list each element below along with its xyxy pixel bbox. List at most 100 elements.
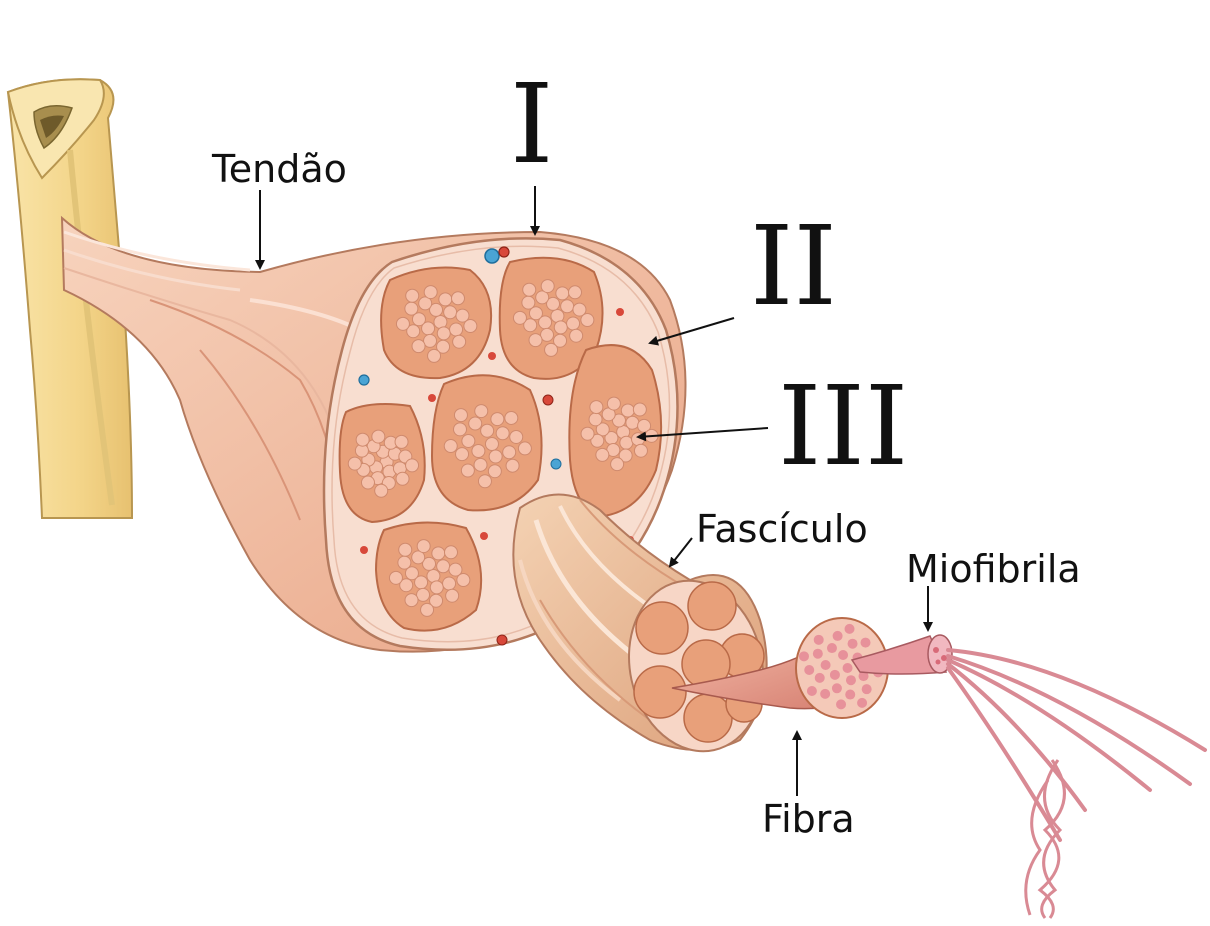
fiber-dot [488, 449, 503, 464]
fiber-dot [504, 410, 519, 425]
fiber-dot [580, 313, 595, 328]
fiber-dot [399, 578, 414, 593]
myofibril-dot [820, 660, 831, 671]
myofibril-dot [836, 699, 847, 710]
fiber-dot [509, 429, 524, 444]
fiber-dot [517, 441, 532, 456]
myofibril-dot [812, 648, 823, 659]
fiber-dot [453, 408, 468, 423]
myofibril-dot [845, 675, 856, 686]
fiber-dot [422, 556, 437, 571]
fiber-dot [388, 570, 403, 585]
fiber-dot [374, 483, 389, 498]
fiber-dot [595, 422, 610, 437]
fiber-dot [589, 400, 604, 415]
fiber-dot [631, 432, 646, 447]
fiber-dot [474, 404, 489, 419]
fiber-dots-2 [512, 279, 595, 357]
fascicle-3 [568, 344, 663, 518]
arrow-fasciculo [668, 537, 693, 568]
fiber-dot [523, 318, 538, 333]
fiber-dot [398, 542, 413, 557]
fiber-dot [450, 291, 465, 306]
fiber-dot [633, 443, 648, 458]
fiber-dot [371, 429, 386, 444]
myofilaments [946, 648, 1207, 842]
fiber-dot [455, 447, 470, 462]
fiber-dot [416, 539, 431, 554]
fiber-dot [544, 342, 559, 357]
fiber-dot [521, 295, 536, 310]
fiber-dot [505, 458, 520, 473]
fiber-dot [572, 302, 587, 317]
fiber-dot [553, 320, 568, 335]
fiber-dot [436, 326, 451, 341]
myofibril-dot [860, 637, 871, 648]
fiber-dots-3 [580, 396, 659, 472]
fiber-dot [394, 434, 409, 449]
fiber-dot [463, 319, 478, 334]
fiber-dot [490, 412, 505, 427]
fiber-dot [546, 296, 561, 311]
fiber-dot [429, 302, 444, 317]
fiber-dot [395, 316, 410, 331]
fiber-dot [360, 475, 375, 490]
fiber-dot [405, 288, 420, 303]
fiber-dots-4 [347, 429, 420, 498]
fiber-dot [443, 305, 458, 320]
fiber-dot [436, 339, 451, 354]
marker-two: II [750, 202, 837, 330]
fiber-dot [453, 422, 468, 437]
myofibril [850, 634, 1207, 919]
label-miofibrila: Miofibrila [906, 547, 1081, 591]
fiber-dot [429, 580, 444, 595]
fiber-dot [632, 402, 647, 417]
myofibril-dot [831, 683, 842, 694]
fiber-dot [404, 593, 419, 608]
myofibril-dot [861, 684, 872, 695]
fiber-dot [566, 316, 581, 331]
myofibril-dot [829, 669, 840, 680]
marker-one: I [510, 60, 553, 188]
fiber-dot [535, 290, 550, 305]
fiber-dot [512, 310, 527, 325]
fiber-dot [427, 348, 442, 363]
fiber-dot [460, 463, 475, 478]
fiber-dot [423, 285, 438, 300]
myofibril-dot [838, 650, 849, 661]
fiber-dot [418, 296, 433, 311]
fiber-dot [480, 423, 495, 438]
fiber-dot [438, 292, 453, 307]
myofibril-dot [858, 671, 869, 682]
fiber-dot [411, 312, 426, 327]
myofibril-dot [820, 688, 831, 699]
fiber-dot [595, 447, 610, 462]
fiber-dot [443, 545, 458, 560]
fiber-dot [411, 339, 426, 354]
fiber-dot [522, 282, 537, 297]
fiber-dot [540, 279, 555, 294]
fiber-dot [406, 324, 421, 339]
myofibril-dot [826, 643, 837, 654]
fiber-dot [416, 587, 431, 602]
myofibril-dot [806, 685, 817, 696]
label-fasciculo: Fascículo [696, 507, 868, 551]
fiber-dot [588, 412, 603, 427]
fiber-dot [611, 413, 626, 428]
myofibril-dot [798, 651, 809, 662]
fiber-dot [495, 426, 510, 441]
myofibril-dot [844, 623, 855, 634]
myofibril-dot [845, 689, 856, 700]
bone [6, 78, 134, 519]
arrow-three [636, 427, 769, 442]
fiber-dot [455, 308, 470, 323]
fiber-dot [397, 555, 412, 570]
fiber-dot [553, 333, 568, 348]
fiber-dot [431, 546, 446, 561]
fiber-dot [423, 333, 438, 348]
myofibril-dot [857, 697, 868, 708]
fiber-dot [580, 426, 595, 441]
fiber-dot [555, 286, 570, 301]
fiber-dot [484, 437, 499, 451]
